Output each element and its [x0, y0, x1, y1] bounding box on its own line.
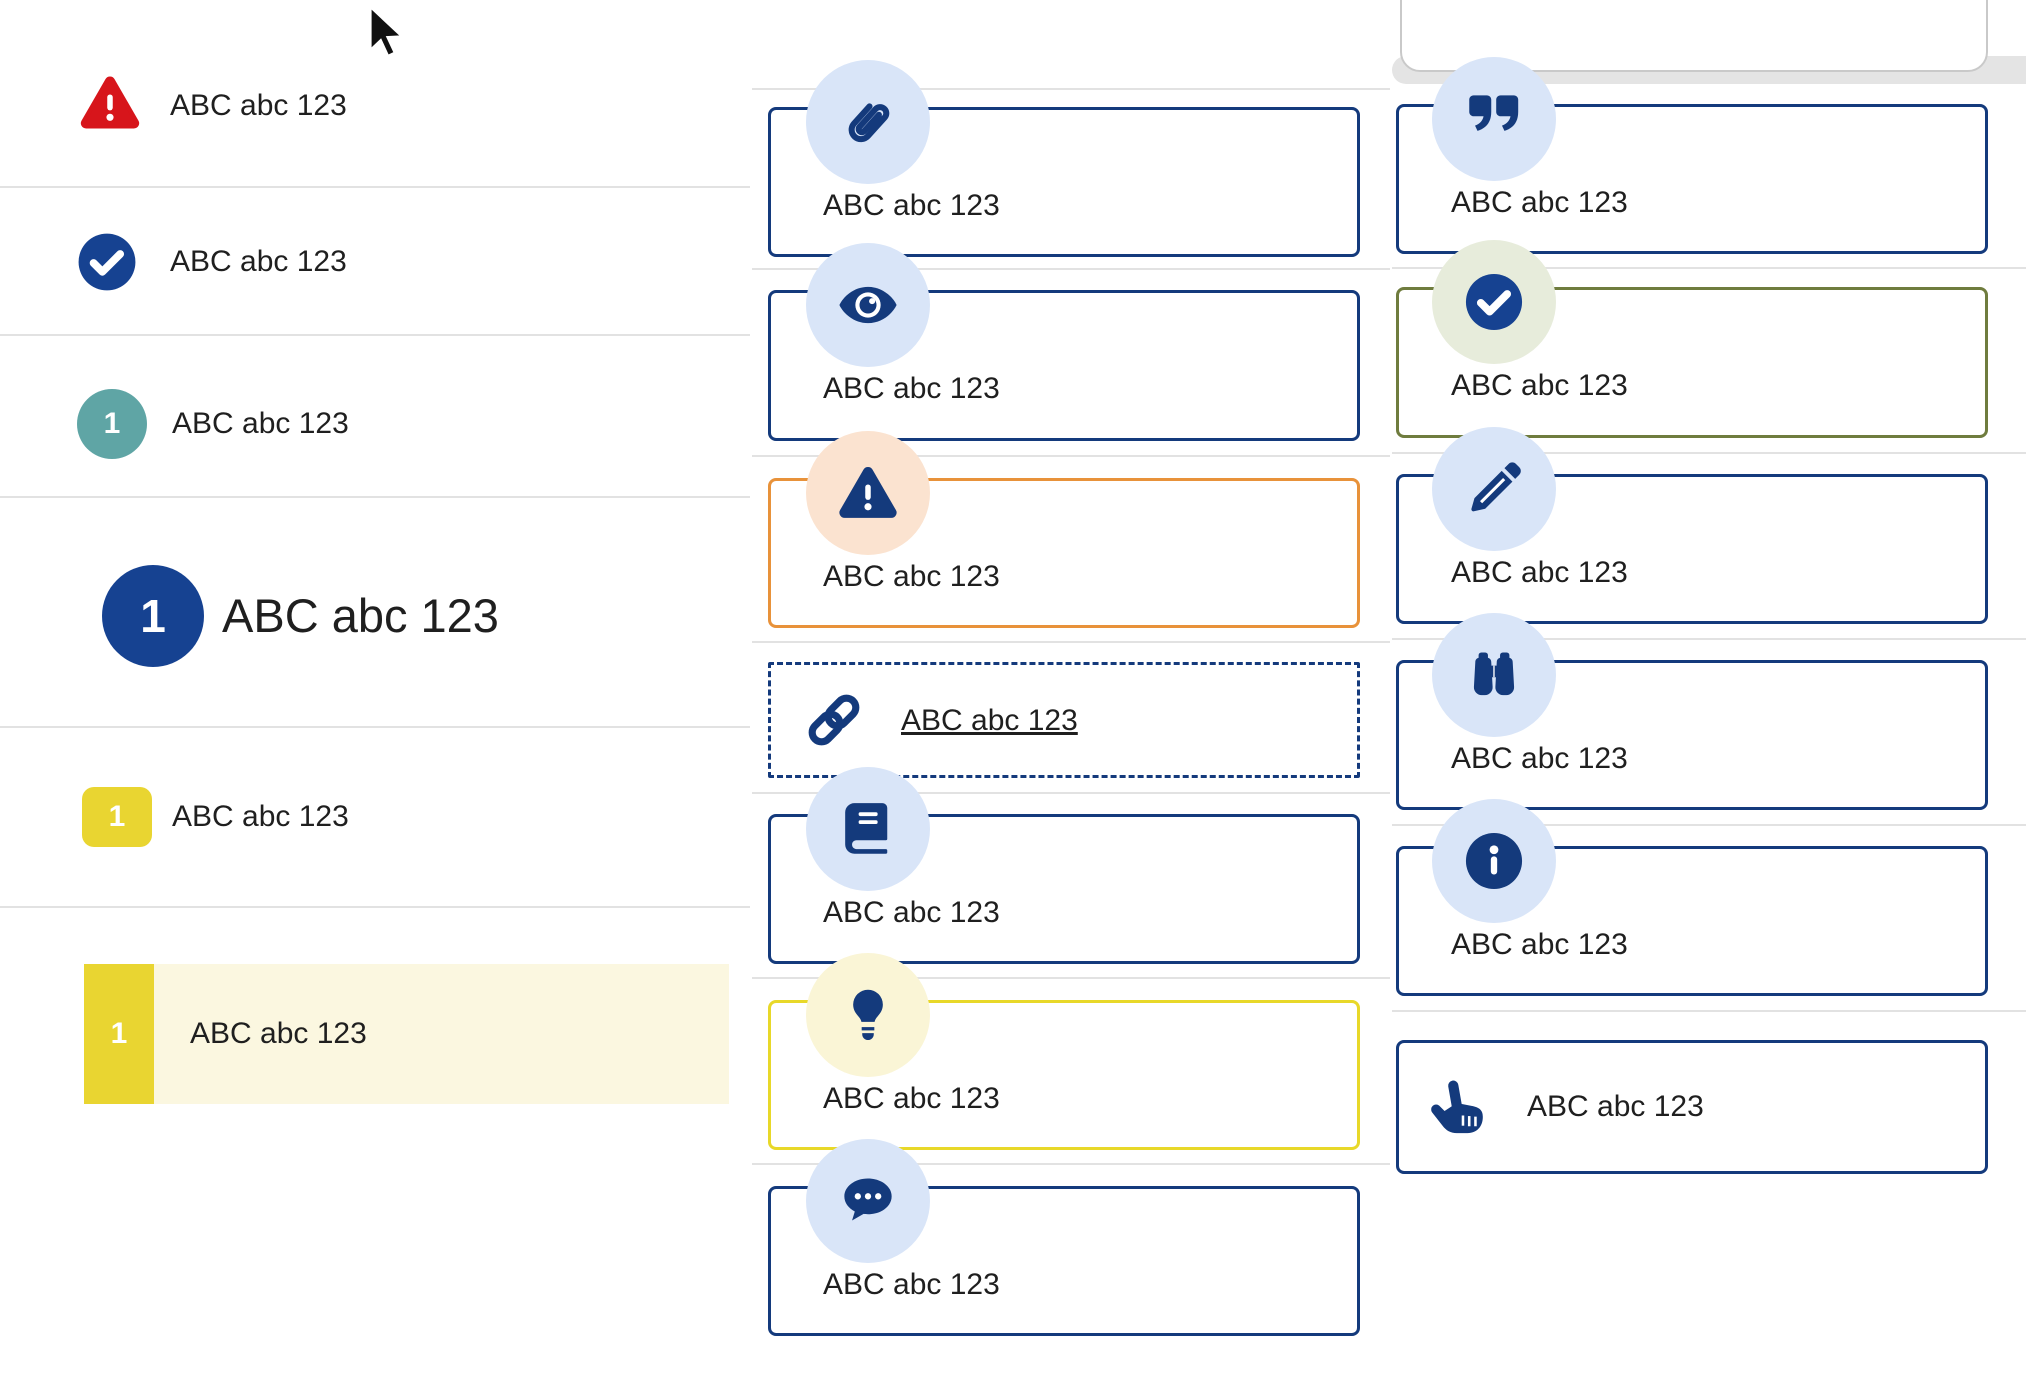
card-label: ABC abc 123: [823, 372, 1000, 405]
divider: [752, 88, 1390, 90]
divider: [752, 1163, 1390, 1165]
card-label: ABC abc 123: [823, 1268, 1000, 1301]
link-chain-icon: [801, 687, 867, 753]
divider: [0, 906, 750, 908]
step-badge-yellow: 1: [84, 964, 154, 1104]
divider: [1392, 452, 2026, 454]
eye-icon: [806, 243, 930, 367]
mouse-cursor-icon: [366, 2, 412, 75]
check-circle-icon: [76, 231, 138, 293]
list-item-label: ABC abc 123: [172, 800, 349, 833]
info-circle-icon: [1432, 799, 1556, 923]
list-item-label: ABC abc 123: [190, 1017, 367, 1050]
card-label: ABC abc 123: [823, 560, 1000, 593]
divider: [752, 268, 1390, 270]
divider: [752, 455, 1390, 457]
hand-pointer-icon: [1427, 1073, 1495, 1141]
divider: [1392, 824, 2026, 826]
list-item-label: ABC abc 123: [170, 245, 347, 278]
card-label: ABC abc 123: [823, 1082, 1000, 1115]
lightbulb-icon: [806, 953, 930, 1077]
step-badge-yellow: 1: [82, 787, 152, 847]
divider: [752, 792, 1390, 794]
divider: [0, 334, 750, 336]
binoculars-icon: [1432, 613, 1556, 737]
pencil-icon: [1432, 427, 1556, 551]
double-quote-icon: [1432, 57, 1556, 181]
card-label: ABC abc 123: [823, 189, 1000, 222]
divider: [1392, 267, 2026, 269]
divider: [752, 641, 1390, 643]
card-label: ABC abc 123: [1527, 1090, 1704, 1123]
warning-triangle-icon: [806, 431, 930, 555]
paperclip-icon: [806, 60, 930, 184]
divider: [752, 977, 1390, 979]
callout-card-link[interactable]: ABC abc 123: [768, 662, 1360, 778]
card-link-label[interactable]: ABC abc 123: [901, 704, 1078, 737]
card-label: ABC abc 123: [1451, 556, 1628, 589]
card-label: ABC abc 123: [1451, 928, 1628, 961]
divider: [0, 186, 750, 188]
divider: [1392, 1010, 2026, 1012]
divider: [0, 496, 750, 498]
chat-bubble-icon: [806, 1139, 930, 1263]
list-item-highlighted[interactable]: 1 ABC abc 123: [84, 964, 729, 1104]
divider: [1392, 638, 2026, 640]
card-label: ABC abc 123: [1451, 186, 1628, 219]
step-badge-navy-large: 1: [102, 565, 204, 667]
check-circle-icon: [1432, 240, 1556, 364]
list-item-label: ABC abc 123: [172, 407, 349, 440]
callout-card-action[interactable]: ABC abc 123: [1396, 1040, 1988, 1174]
book-icon: [806, 767, 930, 891]
section-heading: ABC abc 123: [222, 589, 499, 642]
divider: [0, 726, 750, 728]
card-label: ABC abc 123: [1451, 742, 1628, 775]
warning-triangle-icon: [76, 70, 144, 136]
card-label: ABC abc 123: [823, 896, 1000, 929]
step-badge-teal: 1: [77, 389, 147, 459]
list-item-label: ABC abc 123: [170, 89, 347, 122]
card-label: ABC abc 123: [1451, 369, 1628, 402]
